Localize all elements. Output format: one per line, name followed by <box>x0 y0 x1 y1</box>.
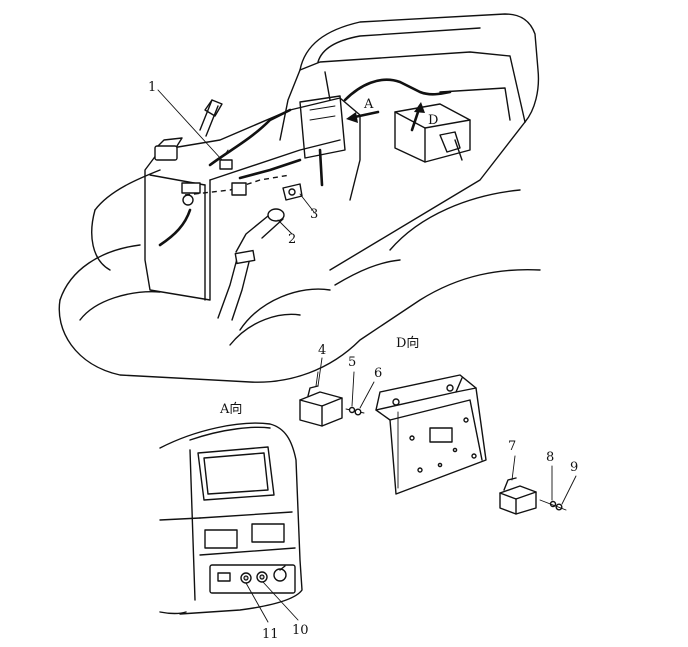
a-view-title: A向 <box>219 401 242 417</box>
callout-5: 5 <box>348 355 356 370</box>
d-view-bracket: D向 4 5 6 <box>299 335 578 515</box>
d-view-title: D向 <box>396 335 419 351</box>
callout-10: 10 <box>292 623 309 638</box>
callout-11: 11 <box>262 627 279 642</box>
a-view-dashboard: A向 11 10 <box>159 401 309 642</box>
callout-4: 4 <box>318 343 326 358</box>
callout-6: 6 <box>374 366 382 381</box>
callout-7: 7 <box>508 439 516 454</box>
callout-3: 3 <box>310 207 318 222</box>
arrow-d-label: D <box>428 113 438 128</box>
arrow-a-label: A <box>363 97 374 112</box>
machine-main-view: A D 1 3 2 <box>58 13 541 383</box>
callout-9: 9 <box>570 460 578 475</box>
callout-1: 1 <box>148 80 156 95</box>
callout-8: 8 <box>546 450 554 465</box>
callout-2: 2 <box>288 232 296 247</box>
